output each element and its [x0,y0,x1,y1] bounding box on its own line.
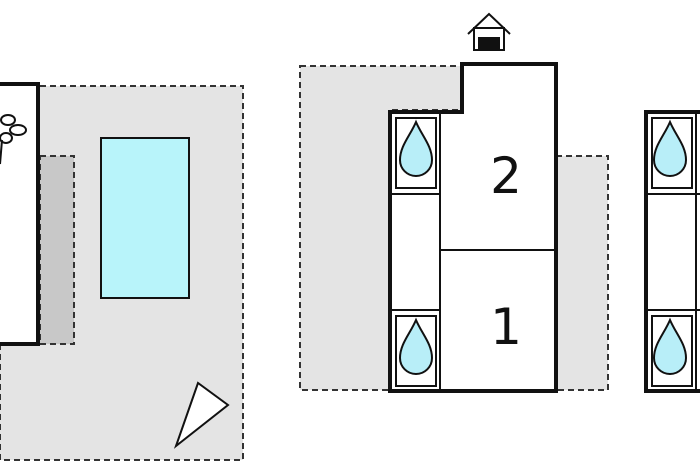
room-2-label: 2 [490,147,522,205]
swimming-pool [100,137,190,299]
middle-terrace-right [555,155,609,391]
water-drop-icon [652,119,688,177]
compass-north-arrow-icon [173,381,230,449]
left-section [0,82,244,461]
bathroom-bottom [395,315,437,387]
flower-icon [0,114,27,165]
room-1-label: 1 [490,298,522,356]
middle-section: 2 1 [299,12,609,393]
bathroom-top [395,117,437,189]
side-strip [39,155,75,345]
right-section [644,110,700,393]
right-house-outline [644,110,700,393]
water-drop-icon [398,317,434,375]
water-drop-icon [398,119,434,177]
house-entrance-icon [467,12,511,51]
water-drop-icon [652,317,688,375]
